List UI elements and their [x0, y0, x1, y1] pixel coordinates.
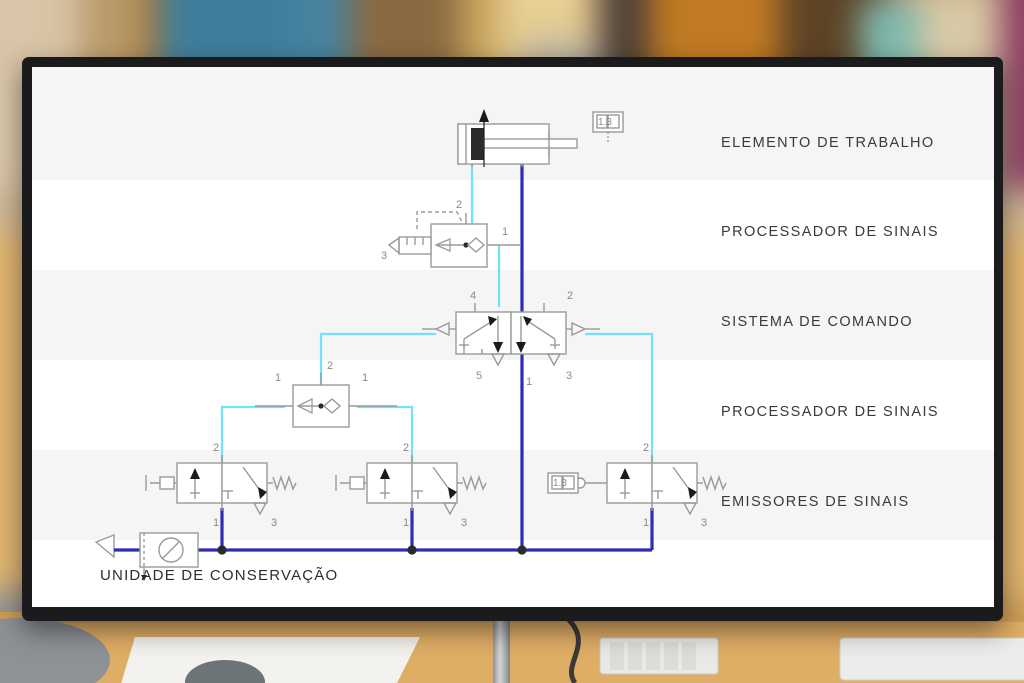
port-label-3: 3	[461, 517, 467, 529]
desk-surface	[0, 612, 1024, 683]
port-label-2: 2	[643, 442, 649, 454]
port-label-2: 2	[213, 442, 219, 454]
monitor-stand-neck	[493, 618, 510, 683]
port-label-1-left: 1	[275, 372, 281, 384]
marker-tag-text: 1.3	[598, 117, 612, 128]
port-label-3: 3	[271, 517, 277, 529]
port-label-1: 1	[403, 517, 409, 529]
port-label-1: 1	[502, 226, 508, 238]
row-label-signal-proc-bot: PROCESSADOR DE SINAIS	[721, 404, 939, 420]
emitter-3-tag-text: 1.3	[553, 478, 567, 489]
pneumatic-circuit: .sym { fill:none; stroke:#9a9a9a; stroke…	[94, 109, 727, 581]
junction-dot	[407, 545, 417, 555]
quick-exhaust-valve[interactable]: 2 1 3	[381, 199, 521, 268]
emitter-valve-3-limit-switch[interactable]: 1.3 2 1 3	[547, 442, 727, 529]
row-label-work-element: ELEMENTO DE TRABALHO	[721, 135, 935, 151]
port-label-3: 3	[701, 517, 707, 529]
row-label-signal-proc-top: PROCESSADOR DE SINAIS	[721, 224, 939, 240]
control-valve-5-2[interactable]: 4 2 5 3 1	[422, 290, 600, 388]
junction-dot	[517, 545, 527, 555]
emitter-valve-2[interactable]: 2 1 3	[335, 442, 487, 529]
port-label-3: 3	[381, 250, 387, 262]
supply-line-network	[198, 162, 654, 555]
row-label-signal-emitters: EMISSORES DE SINAIS	[721, 494, 910, 510]
band-signal-proc-top	[32, 180, 994, 270]
shuttle-valve-or[interactable]: 1 1 2	[255, 360, 397, 428]
monitor-bezel: ELEMENTO DE TRABALHO PROCESSADOR DE SINA…	[22, 57, 1003, 621]
port-label-2: 2	[403, 442, 409, 454]
air-service-unit[interactable]	[94, 532, 199, 581]
row-label-command-system: SISTEMA DE COMANDO	[721, 314, 913, 330]
emitter-valve-1[interactable]: 2 1 3	[145, 442, 297, 529]
port-label-1: 1	[213, 517, 219, 529]
monitor-screen: ELEMENTO DE TRABALHO PROCESSADOR DE SINA…	[32, 67, 994, 607]
pilot-line-network	[220, 162, 654, 462]
service-unit-label: UNIDADE DE CONSERVAÇÃO	[100, 567, 339, 584]
port-label-1: 1	[526, 376, 532, 388]
band-signal-proc-bot	[32, 360, 994, 450]
junction-dot	[217, 545, 227, 555]
port-label-1-right: 1	[362, 372, 368, 384]
port-label-2: 2	[456, 199, 462, 211]
port-label-5: 5	[476, 370, 482, 382]
double-acting-cylinder[interactable]	[457, 109, 578, 167]
port-label-1: 1	[643, 517, 649, 529]
port-label-4: 4	[470, 290, 476, 302]
port-label-3: 3	[566, 370, 572, 382]
port-label-2: 2	[327, 360, 333, 372]
limit-switch-marker-1-3: 1.3	[592, 111, 624, 143]
desk-art	[0, 612, 1024, 683]
port-label-2: 2	[567, 290, 573, 302]
